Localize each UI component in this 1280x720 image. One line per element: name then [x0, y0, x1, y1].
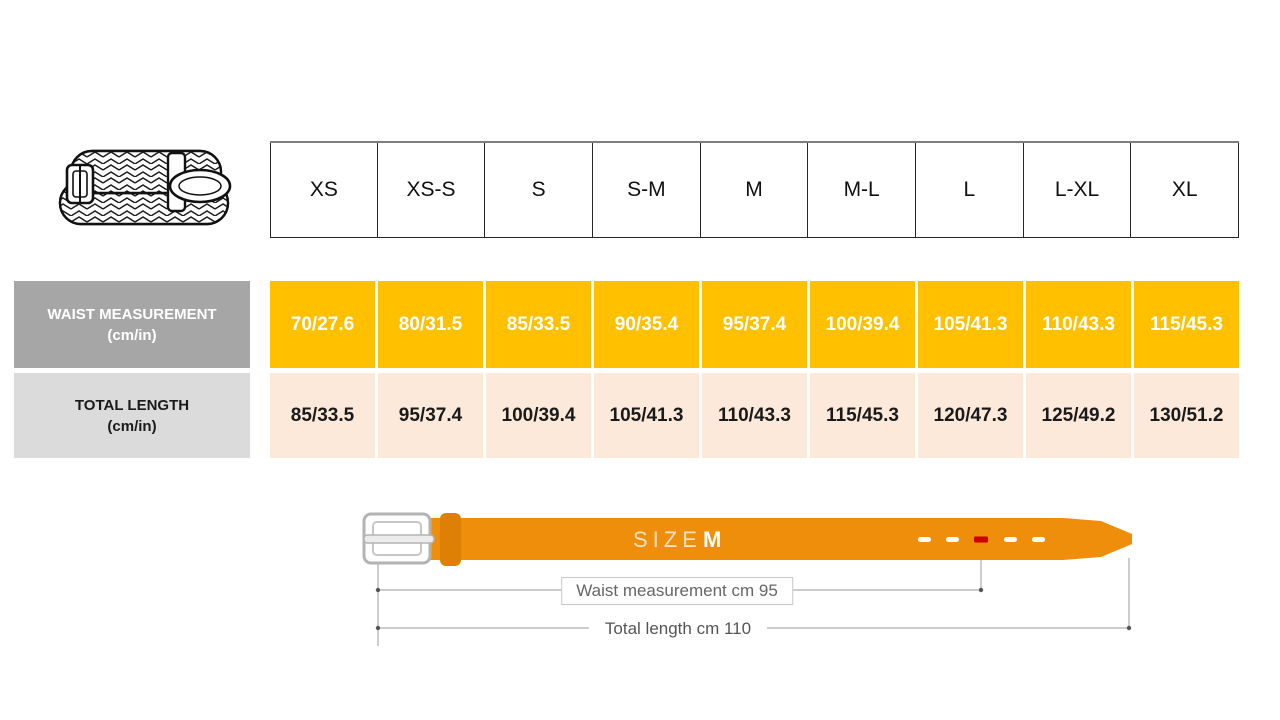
waist-value-cell: 115/45.3	[1134, 281, 1239, 368]
size-header-cell: M	[699, 143, 809, 238]
waist-value-cell: 70/27.6	[270, 281, 375, 368]
total-label-line2: (cm/in)	[107, 417, 157, 435]
waist-label-line2: (cm/in)	[107, 326, 157, 344]
size-header-cell: S-M	[591, 143, 701, 238]
total-value-cell: 115/45.3	[810, 373, 915, 458]
highlighted-hole	[974, 536, 988, 543]
total-value-cell: 110/43.3	[702, 373, 807, 458]
total-annotation: Total length cm 110	[588, 617, 768, 641]
size-header-row: XS XS-S S S-M M M-L L L-XL XL	[270, 141, 1239, 238]
total-value-cell: 125/49.2	[1026, 373, 1131, 458]
belt-measurement-diagram: SIZE M	[362, 512, 1132, 646]
belt-keeper	[440, 513, 461, 566]
measurement-line-dots	[375, 587, 1132, 631]
total-value-cell: 105/41.3	[594, 373, 699, 458]
waist-value-cell: 80/31.5	[378, 281, 483, 368]
waist-value-cell: 85/33.5	[486, 281, 591, 368]
waist-measurement-row: 70/27.6 80/31.5 85/33.5 90/35.4 95/37.4 …	[270, 281, 1239, 368]
size-header-cell: L-XL	[1022, 143, 1132, 238]
size-header-cell: L	[914, 143, 1024, 238]
waist-annotation: Waist measurement cm 95	[561, 577, 793, 605]
size-header-cell: M-L	[807, 143, 916, 238]
waist-value-cell: 95/37.4	[702, 281, 807, 368]
waist-label-line1: WAIST MEASUREMENT	[47, 305, 217, 323]
total-value-cell: 95/37.4	[378, 373, 483, 458]
waist-value-cell: 110/43.3	[1026, 281, 1131, 368]
size-header-cell: XS	[270, 143, 378, 238]
total-value-cell: 100/39.4	[486, 373, 591, 458]
total-value-cell: 120/47.3	[918, 373, 1023, 458]
belt-strap	[425, 518, 1132, 560]
size-header-cell: S	[484, 143, 593, 238]
belt-holes	[918, 536, 1045, 543]
total-value-cell: 85/33.5	[270, 373, 375, 458]
belt-buckle-icon	[362, 512, 435, 565]
size-header-cell: XL	[1130, 143, 1239, 238]
size-value: M	[703, 527, 721, 552]
braided-belt-icon	[55, 138, 237, 250]
total-length-row: 85/33.5 95/37.4 100/39.4 105/41.3 110/43…	[270, 373, 1239, 458]
size-header-cell: XS-S	[376, 143, 486, 238]
total-label-line1: TOTAL LENGTH	[74, 396, 190, 414]
waist-value-cell: 105/41.3	[918, 281, 1023, 368]
total-length-label: TOTAL LENGTH (cm/in)	[14, 373, 250, 458]
waist-measurement-label: WAIST MEASUREMENT (cm/in)	[14, 281, 250, 368]
size-label: SIZE	[633, 527, 702, 552]
waist-value-cell: 90/35.4	[594, 281, 699, 368]
waist-value-cell: 100/39.4	[810, 281, 915, 368]
total-value-cell: 130/51.2	[1134, 373, 1239, 458]
